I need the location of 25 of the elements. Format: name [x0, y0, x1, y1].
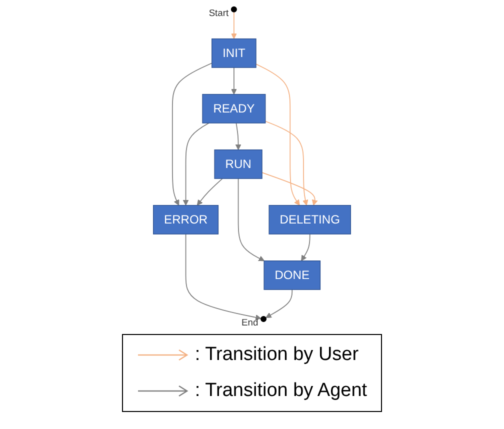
arrow — [231, 12, 237, 40]
node-box: DONE — [264, 260, 321, 290]
arrow — [264, 120, 308, 206]
arrow — [235, 122, 242, 150]
node-circle — [230, 6, 237, 12]
node-box: RUN — [214, 149, 262, 179]
arrow — [182, 122, 210, 206]
arrow — [301, 234, 310, 262]
arrow — [256, 64, 300, 206]
node-box: READY — [202, 94, 266, 124]
node-box: ERROR — [153, 204, 219, 234]
node-circle — [260, 316, 267, 322]
arrow — [231, 67, 237, 95]
node-caption: End — [242, 318, 258, 328]
node-caption: Start — [208, 8, 229, 18]
node-box: INIT — [212, 38, 256, 68]
arrow — [262, 172, 318, 206]
node-box: DELETING — [268, 204, 351, 234]
arrow — [185, 234, 262, 320]
legend-text: : Transition by Agent — [194, 380, 368, 402]
arrow — [238, 178, 264, 262]
arrow — [172, 62, 212, 206]
arrow — [196, 178, 223, 206]
arrow — [266, 289, 293, 318]
legend-text: : Transition by User — [194, 344, 359, 366]
